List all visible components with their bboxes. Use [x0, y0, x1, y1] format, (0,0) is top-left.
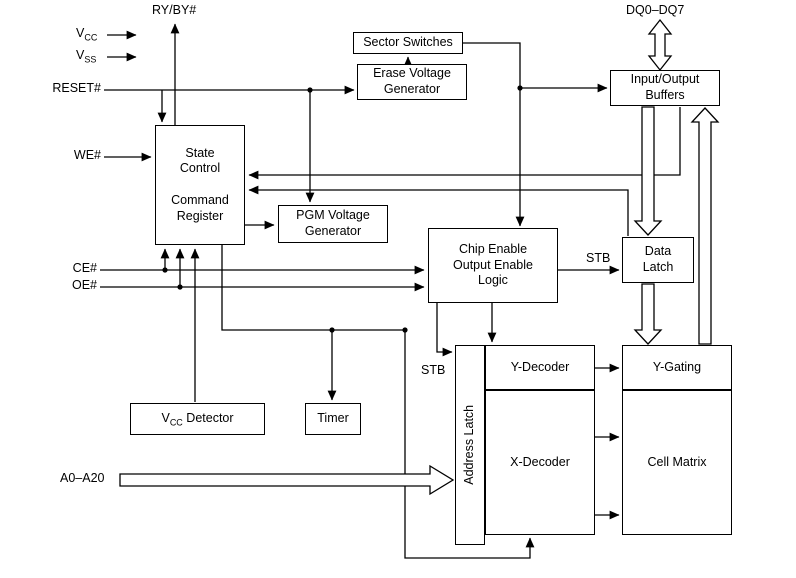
vcc-base: V	[76, 26, 85, 40]
pgm-voltage-generator-block: PGM Voltage Generator	[278, 205, 388, 243]
stb-datalatch-label: STB	[586, 251, 611, 265]
io-buffers-label: Input/Output Buffers	[630, 72, 700, 102]
datalatch-command-wire	[248, 185, 629, 236]
stb-addresslatch-label: STB	[421, 363, 446, 377]
ryby-signal-label: RY/BY#	[152, 3, 197, 17]
x-decoder-block: X-Decoder	[485, 390, 595, 535]
thin-connections	[100, 23, 681, 559]
io-buffers-block: Input/Output Buffers	[610, 70, 720, 106]
y-decoder-block: Y-Decoder	[485, 345, 595, 390]
pgm-voltage-generator-label: PGM Voltage Generator	[296, 208, 370, 238]
vcc-detector-sub: CC	[169, 417, 183, 428]
iobuffer-command-wire	[248, 107, 681, 180]
timer-block: Timer	[305, 403, 361, 435]
vss-signal-label: VSS	[76, 48, 97, 65]
dq-bidirectional-bus-arrow	[647, 18, 673, 72]
vcc-signal-label: VCC	[76, 26, 98, 43]
sector-down-wire	[463, 42, 525, 227]
vcc-detector-base: V	[161, 411, 170, 426]
oe-signal-label: OE#	[71, 278, 97, 292]
junction-dots	[162, 85, 523, 333]
address-latch-label: Address Latch	[462, 405, 477, 485]
chip-enable-logic-label: Chip Enable Output Enable Logic	[453, 242, 533, 288]
state-control-block: State Control Command Register	[155, 125, 245, 245]
sector-switches-label: Sector Switches	[363, 35, 453, 50]
ce-signal-label: CE#	[72, 261, 97, 275]
y-gating-block: Y-Gating	[622, 345, 732, 390]
vcc-detector-label: VCC Detector	[161, 411, 233, 427]
y-decoder-label: Y-Decoder	[510, 359, 570, 374]
y-gating-label: Y-Gating	[652, 359, 702, 374]
state-control-label: State Control	[179, 145, 221, 176]
erase-voltage-generator-label: Erase Voltage Generator	[373, 66, 451, 96]
datalatch-to-ygating-bus-arrow	[633, 283, 663, 345]
address-latch-block: Address Latch	[455, 345, 485, 545]
command-register-label: Command Register	[171, 193, 229, 223]
cell-matrix-block: Cell Matrix	[622, 390, 732, 535]
stb-addresslatch-wire	[436, 303, 453, 357]
vcc-sub: CC	[84, 32, 98, 43]
ygating-to-iobuffer-bus-arrow	[690, 107, 720, 345]
xdecoder-bottom-wire	[404, 330, 535, 559]
vcc-detector-rest: Detector	[182, 411, 234, 426]
address-signal-label: A0–A20	[60, 471, 105, 485]
vss-sub: SS	[84, 54, 97, 65]
data-latch-block: Data Latch	[622, 237, 694, 283]
erase-voltage-generator-block: Erase Voltage Generator	[357, 64, 467, 100]
vss-base: V	[76, 48, 85, 62]
iobuffer-to-datalatch-bus-arrow	[633, 106, 663, 236]
x-decoder-label: X-Decoder	[510, 454, 570, 469]
statecontrol-bus-wire	[221, 245, 405, 331]
chip-enable-logic-block: Chip Enable Output Enable Logic	[428, 228, 558, 303]
vcc-detector-block: VCC Detector	[130, 403, 265, 435]
we-signal-label: WE#	[73, 148, 101, 162]
address-bus-arrow	[119, 464, 455, 496]
sector-switches-block: Sector Switches	[353, 32, 463, 54]
timer-label: Timer	[317, 411, 349, 426]
reset-signal-label: RESET#	[52, 81, 101, 95]
dq-signal-label: DQ0–DQ7	[626, 3, 685, 17]
cell-matrix-label: Cell Matrix	[647, 454, 707, 469]
data-latch-label: Data Latch	[642, 244, 674, 274]
